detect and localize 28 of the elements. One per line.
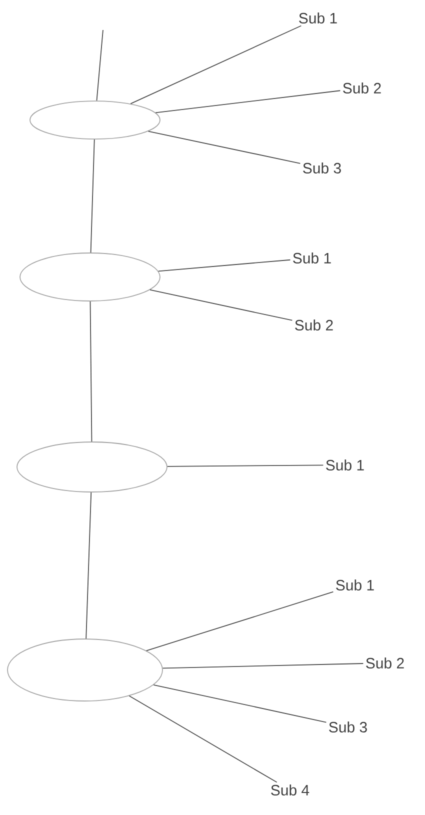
line xyxy=(90,139,95,254)
sub-label: Sub 2 xyxy=(366,658,404,668)
ellipse xyxy=(20,252,160,302)
line xyxy=(90,301,92,442)
line xyxy=(96,30,104,102)
line xyxy=(148,130,301,164)
sub-label: Sub 2 xyxy=(343,82,381,94)
sub-label: Sub 1 xyxy=(326,460,364,470)
sub-label: Sub 4 xyxy=(271,784,310,796)
sub-label: Sub 1 xyxy=(299,12,337,24)
line xyxy=(130,25,302,104)
sub-label: Sub 1 xyxy=(336,580,374,590)
line xyxy=(128,695,278,783)
line xyxy=(86,492,92,639)
line xyxy=(149,289,293,321)
ellipse xyxy=(30,100,160,140)
sub-label: Sub 3 xyxy=(303,162,341,174)
line xyxy=(155,90,341,114)
ellipse xyxy=(7,638,163,702)
sub-label: Sub 1 xyxy=(293,252,331,264)
line xyxy=(162,663,364,669)
ellipse xyxy=(16,442,168,492)
line xyxy=(158,259,291,272)
sub-label: Sub 2 xyxy=(295,320,333,330)
sub-label: Sub 3 xyxy=(329,722,367,732)
line xyxy=(166,464,324,467)
line xyxy=(146,591,334,652)
line xyxy=(153,684,327,723)
